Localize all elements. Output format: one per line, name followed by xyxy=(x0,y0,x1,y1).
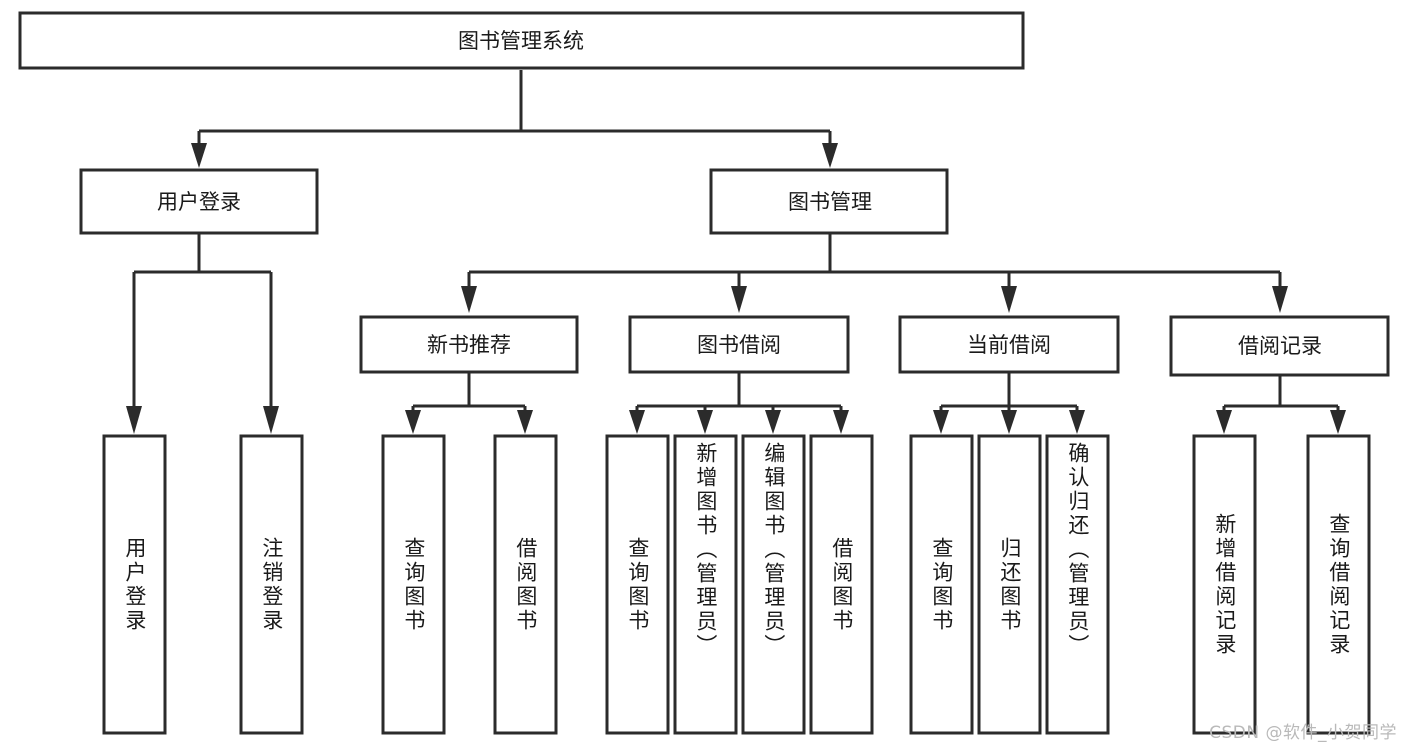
leaf-box-leaf-add-record[interactable] xyxy=(1192,434,1257,735)
node-book-manage[interactable]: 图书管理 xyxy=(709,168,949,235)
arrow-head-leaf-borrow-book-1 xyxy=(517,410,533,434)
leaf-box-leaf-query-book-1[interactable] xyxy=(381,434,446,735)
node-new-book-recommend-box[interactable] xyxy=(359,315,579,374)
leaf-box-leaf-query-record[interactable] xyxy=(1306,434,1371,735)
node-book-borrow-box[interactable] xyxy=(628,315,850,374)
leaf-box-leaf-query-book-2[interactable] xyxy=(605,434,670,735)
arrow-head-new-book-recommend xyxy=(461,286,477,313)
node-user-login[interactable]: 用户登录 xyxy=(79,168,319,235)
arrow-head-leaf-confirm-return xyxy=(1069,410,1085,434)
arrow-head-leaf-logout-login xyxy=(263,406,279,434)
node-user-login-label: 用户登录 xyxy=(157,190,241,214)
leaf-box-leaf-query-book-3[interactable] xyxy=(909,434,974,735)
leaf-box-leaf-return-book[interactable] xyxy=(977,434,1042,735)
node-new-book-recommend[interactable]: 新书推荐 xyxy=(359,315,579,374)
leaf-box-leaf-confirm-return[interactable] xyxy=(1045,434,1110,735)
leaf-box-leaf-borrow-book-2[interactable] xyxy=(809,434,874,735)
node-current-borrow-box[interactable] xyxy=(898,315,1120,374)
arrow-head-leaf-add-book xyxy=(697,410,713,434)
node-book-borrow-label: 图书借阅 xyxy=(697,333,781,357)
arrow-head-leaf-edit-book xyxy=(765,410,781,434)
leaf-box-leaf-edit-book[interactable] xyxy=(741,434,806,735)
leaf-box-leaf-logout-login[interactable] xyxy=(239,434,304,735)
arrow-head-leaf-user-login xyxy=(126,406,142,434)
leaf-box-layer xyxy=(102,434,1371,735)
node-root[interactable]: 图书管理系统 xyxy=(18,11,1025,70)
node-current-borrow[interactable]: 当前借阅 xyxy=(898,315,1120,374)
node-borrow-record-box[interactable] xyxy=(1169,315,1390,377)
connector-layer xyxy=(126,70,1346,434)
node-current-borrow-label: 当前借阅 xyxy=(967,333,1051,357)
arrow-head-user-login xyxy=(191,143,207,168)
node-book-borrow[interactable]: 图书借阅 xyxy=(628,315,850,374)
node-root-label: 图书管理系统 xyxy=(458,29,584,53)
node-borrow-record-label: 借阅记录 xyxy=(1238,334,1322,358)
leaf-box-leaf-user-login[interactable] xyxy=(102,434,167,735)
arrow-head-borrow-record xyxy=(1272,286,1288,313)
arrow-head-leaf-query-record xyxy=(1330,410,1346,434)
node-book-manage-label: 图书管理 xyxy=(788,190,872,214)
arrow-head-leaf-query-book-2 xyxy=(629,410,645,434)
csdn-watermark: CSDN @软件_小贺同学 xyxy=(1209,723,1397,743)
arrow-head-leaf-query-book-1 xyxy=(405,410,421,434)
node-user-login-box[interactable] xyxy=(79,168,319,235)
arrow-head-leaf-borrow-book-2 xyxy=(833,410,849,434)
node-root-box[interactable] xyxy=(18,11,1025,70)
node-new-book-recommend-label: 新书推荐 xyxy=(427,333,511,357)
leaf-box-leaf-add-book[interactable] xyxy=(673,434,738,735)
node-book-manage-box[interactable] xyxy=(709,168,949,235)
arrow-head-leaf-add-record xyxy=(1216,410,1232,434)
node-borrow-record[interactable]: 借阅记录 xyxy=(1169,315,1390,377)
arrow-head-book-borrow xyxy=(731,286,747,313)
leaf-box-leaf-borrow-book-1[interactable] xyxy=(493,434,558,735)
arrow-head-leaf-return-book xyxy=(1001,410,1017,434)
arrow-head-leaf-query-book-3 xyxy=(933,410,949,434)
arrow-head-book-manage xyxy=(822,143,838,168)
arrow-head-current-borrow xyxy=(1001,286,1017,313)
